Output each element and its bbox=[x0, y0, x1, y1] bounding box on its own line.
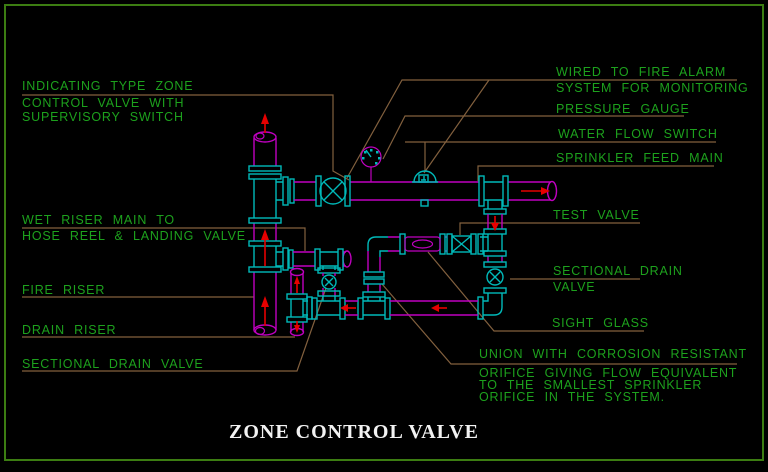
leader-lines bbox=[22, 79, 737, 372]
label-pressure-gauge: PRESSURE GAUGE bbox=[556, 102, 690, 116]
leader-pressure-gauge bbox=[382, 115, 684, 160]
leader-indicating-valve bbox=[22, 94, 350, 181]
label-union-orifice-2: ORIFICE GIVING FLOW EQUIVALENT bbox=[479, 366, 738, 380]
right-drop-pipe bbox=[477, 214, 507, 320]
test-valve-symbol bbox=[446, 233, 477, 255]
leader-test-valve bbox=[459, 222, 640, 235]
label-union-orifice-4: ORIFICE IN THE SYSTEM. bbox=[479, 390, 665, 404]
elbow-test-line bbox=[367, 236, 388, 257]
water-flow-switch-symbol bbox=[412, 170, 438, 207]
leader-wet-riser bbox=[22, 227, 306, 251]
label-wired-fire-alarm-2: SYSTEM FOR MONITORING bbox=[556, 81, 749, 95]
label-sight-glass: SIGHT GLASS bbox=[552, 316, 649, 330]
fire-riser bbox=[248, 131, 295, 336]
test-line bbox=[357, 233, 477, 320]
label-indicating-zone-valve-3: SUPERVISORY SWITCH bbox=[22, 110, 184, 124]
leader-wired-to-flow-switch bbox=[423, 79, 490, 174]
label-indicating-zone-valve-1: INDICATING TYPE ZONE bbox=[22, 79, 194, 93]
union-orifice-symbol bbox=[363, 251, 385, 292]
label-union-orifice-3: TO THE SMALLEST SPRINKLER bbox=[479, 378, 703, 392]
sectional-drain-valve-right-symbol bbox=[483, 261, 507, 294]
flow-arrows bbox=[261, 113, 550, 333]
sight-glass-symbol bbox=[399, 233, 446, 255]
tee-middle-drop bbox=[311, 290, 346, 320]
gauge-ticks bbox=[362, 149, 381, 165]
label-water-flow-switch: WATER FLOW SWITCH bbox=[558, 127, 718, 141]
label-sectional-drain-right-1: SECTIONAL DRAIN bbox=[553, 264, 683, 278]
zone-control-valve-symbol bbox=[315, 175, 351, 207]
leader-union-orifice bbox=[381, 283, 737, 365]
tee-main bbox=[248, 173, 295, 224]
label-union-orifice-1: UNION WITH CORROSION RESISTANT bbox=[479, 347, 747, 361]
tee-wet-riser bbox=[248, 240, 294, 273]
sprinkler-feed-tee bbox=[478, 175, 509, 215]
bottom-drain-pipe bbox=[345, 300, 478, 316]
flange bbox=[248, 165, 282, 172]
elbow-bottom-right bbox=[477, 293, 503, 320]
gauge-needle bbox=[365, 149, 372, 158]
label-drain-riser: DRAIN RISER bbox=[22, 323, 117, 337]
tee-union-drop bbox=[357, 291, 391, 320]
label-sectional-drain-left: SECTIONAL DRAIN VALVE bbox=[22, 357, 204, 371]
leader-sight-glass bbox=[427, 251, 644, 332]
sectional-drain-valve-left-symbol bbox=[321, 273, 337, 296]
label-wet-riser-1: WET RISER MAIN TO bbox=[22, 213, 175, 227]
leader-wired-to-valve bbox=[346, 79, 737, 179]
tee-test-line bbox=[477, 228, 507, 257]
leader-sprinkler-feed bbox=[477, 165, 714, 181]
label-sprinkler-feed-main: SPRINKLER FEED MAIN bbox=[556, 151, 724, 165]
label-wet-riser-2: HOSE REEL & LANDING VALVE bbox=[22, 229, 246, 243]
wet-riser-branch bbox=[293, 248, 352, 320]
pressure-gauge-symbol bbox=[360, 146, 382, 182]
leader-water-flow-switch bbox=[405, 141, 716, 172]
label-fire-riser: FIRE RISER bbox=[22, 283, 106, 297]
sheet-border bbox=[4, 4, 764, 461]
label-sectional-drain-right-2: VALVE bbox=[553, 280, 596, 294]
drain-riser bbox=[286, 267, 313, 337]
pipe-open-end bbox=[342, 250, 352, 268]
drawing-title: ZONE CONTROL VALVE bbox=[229, 421, 479, 443]
tee-drain-drop bbox=[314, 248, 344, 274]
label-wired-fire-alarm-1: WIRED TO FIRE ALARM bbox=[556, 65, 727, 79]
tee-drain-riser bbox=[286, 293, 313, 323]
label-indicating-zone-valve-2: CONTROL VALVE WITH bbox=[22, 96, 185, 110]
label-test-valve: TEST VALVE bbox=[553, 208, 640, 222]
